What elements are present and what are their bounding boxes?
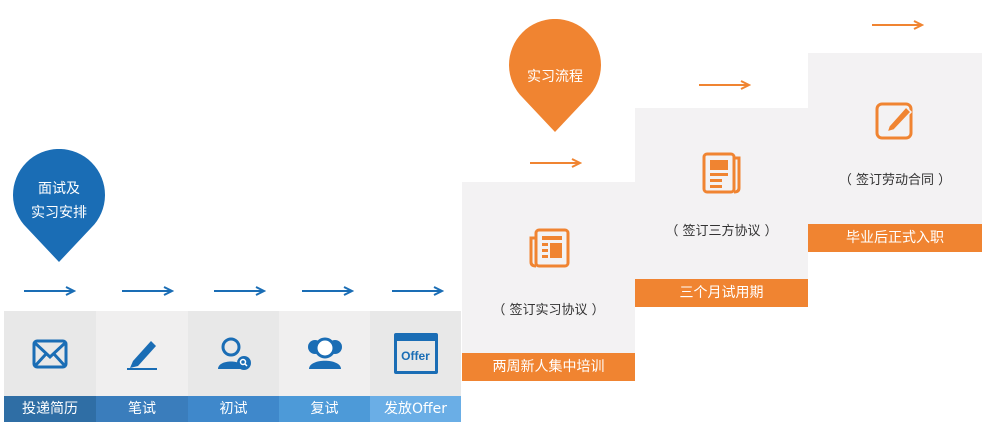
card-labor-contract: （ 签订劳动合同 ） 毕业后正式入职 bbox=[808, 53, 982, 252]
arrow-right-icon bbox=[699, 80, 751, 90]
internship-pin: 实习流程 bbox=[509, 18, 601, 135]
group-icon bbox=[279, 311, 370, 396]
arrow-right-icon bbox=[392, 286, 444, 296]
card-subtitle: （ 签订劳动合同 ） bbox=[838, 173, 952, 188]
step-label: 投递简历 bbox=[4, 396, 96, 422]
pencil-icon bbox=[96, 311, 188, 396]
card-subtitle: （ 签订三方协议 ） bbox=[665, 224, 778, 239]
document-icon bbox=[635, 152, 808, 194]
step-written-test: 笔试 bbox=[96, 311, 188, 422]
interview-pin: 面试及 实习安排 bbox=[13, 148, 105, 265]
card-internship-agreement: （ 签订实习协议 ） 两周新人集中培训 bbox=[462, 182, 635, 381]
step-second-interview: 复试 bbox=[279, 311, 370, 422]
step-label: 发放Offer bbox=[370, 396, 461, 422]
user-search-icon bbox=[188, 311, 279, 396]
step-label: 初试 bbox=[188, 396, 279, 422]
arrow-right-icon bbox=[530, 158, 582, 168]
step-submit-resume: 投递简历 bbox=[4, 311, 96, 422]
offer-window-icon: Offer bbox=[370, 311, 461, 396]
step-label: 笔试 bbox=[96, 396, 188, 422]
edit-icon bbox=[808, 100, 982, 140]
card-subtitle: （ 签订实习协议 ） bbox=[492, 303, 605, 318]
step-first-interview: 初试 bbox=[188, 311, 279, 422]
arrow-right-icon bbox=[302, 286, 354, 296]
card-label: 毕业后正式入职 bbox=[808, 224, 982, 252]
envelope-icon bbox=[4, 311, 96, 396]
pin-text: 实习流程 bbox=[527, 69, 583, 85]
card-label: 三个月试用期 bbox=[635, 279, 808, 307]
card-tripartite-agreement: （ 签订三方协议 ） 三个月试用期 bbox=[635, 108, 808, 307]
pin-text-line2: 实习安排 bbox=[31, 205, 87, 221]
step-send-offer: Offer 发放Offer bbox=[370, 311, 461, 422]
arrow-right-icon bbox=[122, 286, 174, 296]
pin-text-line1: 面试及 bbox=[38, 181, 80, 197]
arrow-right-icon bbox=[214, 286, 266, 296]
arrow-right-icon bbox=[872, 20, 924, 30]
step-label: 复试 bbox=[279, 396, 370, 422]
card-label: 两周新人集中培训 bbox=[462, 353, 635, 381]
newspaper-icon bbox=[462, 228, 635, 268]
arrow-right-icon bbox=[24, 286, 76, 296]
